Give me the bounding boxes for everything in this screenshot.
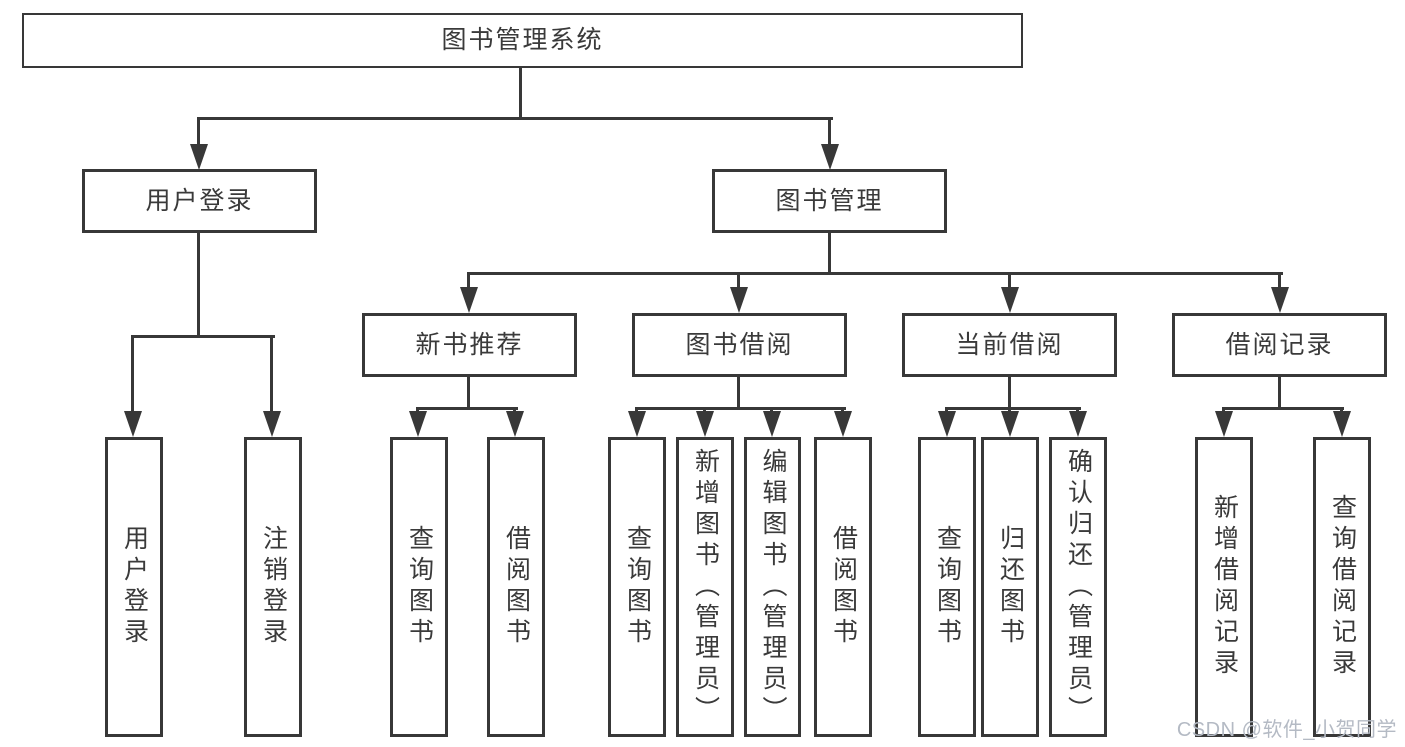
arrow-into-leaf-logout bbox=[263, 411, 281, 437]
node-root-label: 图书管理系统 bbox=[441, 26, 604, 54]
connector-current-drop bbox=[1008, 272, 1011, 289]
arrow-into-records-leaf2 bbox=[1333, 411, 1351, 437]
connector-borrowing-drop bbox=[737, 272, 740, 289]
leaf-query-books-current-label: 查询图书 bbox=[933, 525, 962, 649]
arrow-into-records-leaf1 bbox=[1215, 411, 1233, 437]
leaf-confirm-return-admin: 确认归还（管理员） bbox=[1049, 437, 1107, 737]
connector-records-leaf1-drop bbox=[1222, 407, 1225, 414]
leaf-borrow-books-recommend-label: 借阅图书 bbox=[502, 525, 531, 649]
arrow-into-current bbox=[1001, 287, 1019, 313]
connector-recommend-drop bbox=[467, 272, 470, 289]
leaf-borrow-books-recommend: 借阅图书 bbox=[487, 437, 545, 737]
connector-leaf-login-drop bbox=[131, 335, 134, 413]
leaf-logout: 注销登录 bbox=[244, 437, 302, 737]
connector-root-stem bbox=[519, 66, 522, 120]
connector-borrowing-leaf3-drop bbox=[770, 407, 773, 414]
connector-recommend-stem bbox=[467, 377, 470, 410]
leaf-query-books-borrowing-label: 查询图书 bbox=[623, 525, 652, 649]
connector-level2-bus bbox=[197, 117, 833, 120]
connector-records-leaf2-drop bbox=[1340, 407, 1343, 414]
connector-records-stem bbox=[1278, 377, 1281, 410]
leaf-query-books-current: 查询图书 bbox=[918, 437, 976, 737]
connector-recommend-leaf2-drop bbox=[513, 407, 516, 414]
arrow-into-borrowing-leaf1 bbox=[628, 411, 646, 437]
leaf-add-borrow-record-label: 新增借阅记录 bbox=[1210, 494, 1239, 680]
leaf-borrow-books-borrowing: 借阅图书 bbox=[814, 437, 872, 737]
leaf-query-books-recommend-label: 查询图书 bbox=[405, 525, 434, 649]
connector-borrowing-bus bbox=[635, 407, 846, 410]
node-book-borrowing-label: 图书借阅 bbox=[685, 330, 794, 359]
connector-user-subtree-stem bbox=[197, 233, 200, 338]
arrow-into-book-mgmt bbox=[821, 144, 839, 170]
connector-recommend-leaf1-drop bbox=[416, 407, 419, 414]
arrow-into-borrowing-leaf4 bbox=[834, 411, 852, 437]
arrow-into-recommend-leaf1 bbox=[409, 411, 427, 437]
connector-book-mgmt-stem bbox=[828, 233, 831, 275]
node-current-borrowing-label: 当前借阅 bbox=[955, 330, 1064, 359]
connector-book-mgmt-drop bbox=[828, 117, 831, 146]
arrow-into-current-leaf2 bbox=[1001, 411, 1019, 437]
leaf-logout-label: 注销登录 bbox=[259, 525, 288, 649]
leaf-query-books-recommend: 查询图书 bbox=[390, 437, 448, 737]
leaf-add-books-admin-label: 新增图书（管理员） bbox=[691, 447, 720, 727]
arrow-into-recommend-leaf2 bbox=[506, 411, 524, 437]
node-borrowing-records-label: 借阅记录 bbox=[1225, 330, 1334, 359]
node-new-book-recommend-label: 新书推荐 bbox=[415, 330, 524, 359]
connector-borrowing-leaf2-drop bbox=[703, 407, 706, 414]
arrow-into-borrowing-leaf2 bbox=[696, 411, 714, 437]
arrow-into-leaf-login bbox=[124, 411, 142, 437]
connector-recommend-bus bbox=[416, 407, 518, 410]
leaf-user-login-label: 用户登录 bbox=[120, 525, 149, 649]
node-book-management-label: 图书管理 bbox=[775, 186, 884, 215]
leaf-return-books-label: 归还图书 bbox=[996, 525, 1025, 649]
arrow-into-user-login bbox=[190, 144, 208, 170]
connector-records-bus bbox=[1222, 407, 1344, 410]
node-current-borrowing: 当前借阅 bbox=[902, 313, 1117, 377]
connector-borrowing-stem bbox=[737, 377, 740, 410]
node-user-login: 用户登录 bbox=[82, 169, 317, 233]
leaf-confirm-return-admin-label: 确认归还（管理员） bbox=[1064, 447, 1093, 727]
node-new-book-recommend: 新书推荐 bbox=[362, 313, 577, 377]
connector-records-drop bbox=[1278, 272, 1281, 289]
node-user-login-label: 用户登录 bbox=[145, 186, 254, 215]
leaf-query-borrow-record: 查询借阅记录 bbox=[1313, 437, 1371, 737]
leaf-return-books: 归还图书 bbox=[981, 437, 1039, 737]
connector-user-login-drop bbox=[197, 117, 200, 146]
arrow-into-borrowing bbox=[730, 287, 748, 313]
connector-user-subtree-bus bbox=[131, 335, 275, 338]
node-root: 图书管理系统 bbox=[22, 13, 1023, 68]
connector-current-bus bbox=[945, 407, 1081, 410]
arrow-into-records bbox=[1271, 287, 1289, 313]
connector-borrowing-leaf1-drop bbox=[635, 407, 638, 414]
arrow-into-borrowing-leaf3 bbox=[763, 411, 781, 437]
connector-borrowing-leaf4-drop bbox=[841, 407, 844, 414]
node-borrowing-records: 借阅记录 bbox=[1172, 313, 1387, 377]
connector-current-leaf2-drop bbox=[1008, 407, 1011, 414]
leaf-query-borrow-record-label: 查询借阅记录 bbox=[1328, 494, 1357, 680]
node-book-management: 图书管理 bbox=[712, 169, 947, 233]
node-book-borrowing: 图书借阅 bbox=[632, 313, 847, 377]
connector-leaf-logout-drop bbox=[270, 335, 273, 413]
arrow-into-recommend bbox=[460, 287, 478, 313]
connector-level3-bus bbox=[467, 272, 1283, 275]
connector-current-leaf3-drop bbox=[1076, 407, 1079, 414]
arrow-into-current-leaf1 bbox=[938, 411, 956, 437]
leaf-edit-books-admin-label: 编辑图书（管理员） bbox=[759, 447, 787, 727]
leaf-add-borrow-record: 新增借阅记录 bbox=[1195, 437, 1253, 737]
leaf-add-books-admin: 新增图书（管理员） bbox=[676, 437, 734, 737]
connector-current-leaf1-drop bbox=[945, 407, 948, 414]
arrow-into-current-leaf3 bbox=[1069, 411, 1087, 437]
connector-current-stem bbox=[1008, 377, 1011, 410]
leaf-edit-books-admin: 编辑图书（管理员） bbox=[744, 437, 801, 737]
leaf-query-books-borrowing: 查询图书 bbox=[608, 437, 666, 737]
watermark-text: CSDN @软件_小贺同学 bbox=[1176, 719, 1397, 741]
leaf-user-login: 用户登录 bbox=[105, 437, 163, 737]
leaf-borrow-books-borrowing-label: 借阅图书 bbox=[829, 525, 858, 649]
